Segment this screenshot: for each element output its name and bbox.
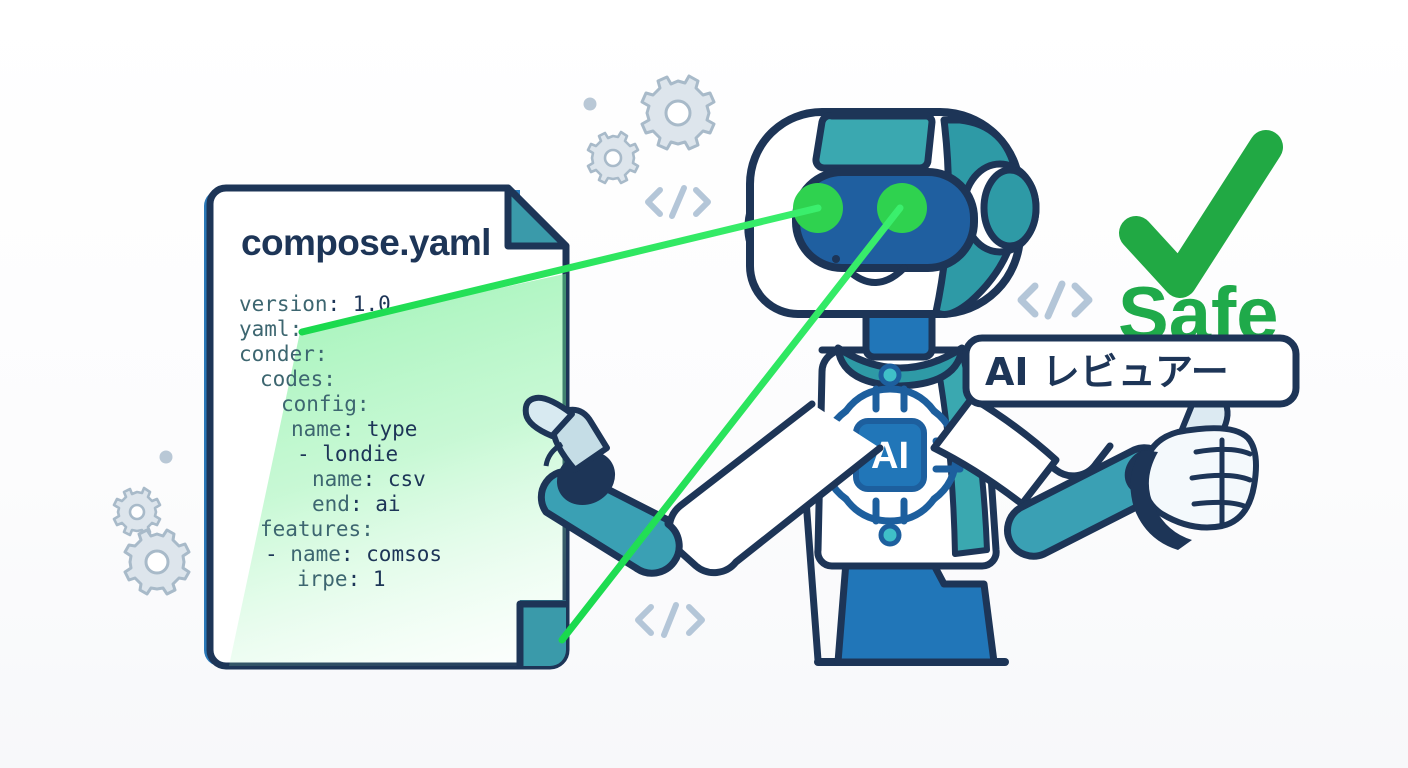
scan-beam-upper: [298, 204, 822, 336]
compose-yaml-document[interactable]: compose.yaml version: 1.0 yaml: conder: …: [204, 184, 820, 680]
code-line: version: 1.0: [239, 292, 391, 316]
svg-text:end: ai: end: ai: [312, 492, 401, 516]
svg-text:version: 1.0: version: 1.0: [239, 292, 391, 316]
robot-ear-right: [960, 160, 1040, 256]
robot-thumbs-up-hand: [1130, 389, 1259, 550]
document-title: compose.yaml: [241, 222, 491, 263]
document-corner-fold-bottom-edge: [516, 600, 566, 666]
robot-right-arm: [930, 389, 1259, 560]
document-scan-overlay: [226, 218, 566, 666]
robot-ai-reviewer[interactable]: AI: [522, 108, 1259, 666]
document-corner-fold-bottom: [520, 600, 566, 666]
chest-ai-label: AI: [871, 435, 909, 477]
svg-text:name: type: name: type: [291, 417, 417, 441]
code-line: features:: [260, 517, 374, 541]
scan-beam-lower: [558, 204, 904, 644]
robot-head-top-plate: [812, 112, 936, 172]
gear-top-large-icon: [640, 74, 716, 151]
code-line: name: type: [291, 417, 417, 441]
code-line: config:: [281, 392, 370, 416]
code-line: yaml:: [239, 317, 302, 341]
gear-bottom-small-icon: [112, 486, 162, 537]
code-line: - londie: [297, 442, 398, 466]
dot-bottom-icon: [159, 450, 173, 464]
svg-text:features:: features:: [260, 517, 374, 541]
svg-text:- name: comsos: - name: comsos: [265, 542, 442, 566]
ai-reviewer-badge-label: AI レビュアー: [985, 350, 1229, 394]
gear-bottom-large-icon: [123, 528, 191, 596]
robot-left-arm: [522, 394, 884, 577]
code-symbol-right-icon: [1017, 280, 1093, 320]
robot-cheek-dot: [832, 255, 840, 263]
svg-text:config:: config:: [281, 392, 370, 416]
scan-beams: [298, 204, 904, 644]
dot-top-icon: [583, 97, 597, 111]
svg-text:codes:: codes:: [260, 367, 336, 391]
document-code-block: version: 1.0 yaml: conder: codes: config…: [239, 292, 442, 591]
code-line: codes:: [260, 367, 336, 391]
ai-reviewer-badge[interactable]: AI レビュアー: [962, 334, 1300, 408]
decoration-code-symbols: [635, 185, 1093, 638]
svg-text:name: csv: name: csv: [312, 467, 426, 491]
code-symbol-top-icon: [645, 185, 711, 219]
code-line: end: ai: [312, 492, 401, 516]
robot-pointing-hand: [522, 394, 610, 473]
svg-text:conder:: conder:: [239, 342, 328, 366]
svg-text:irpe: 1: irpe: 1: [297, 567, 386, 591]
decoration-gears: [112, 74, 716, 596]
code-line: name: csv: [312, 467, 426, 491]
svg-text:yaml:: yaml:: [239, 317, 302, 341]
svg-text:- londie: - londie: [297, 442, 398, 466]
robot-mouth: [844, 264, 908, 286]
document-corner-fold-top: [504, 184, 570, 250]
code-line: - name: comsos: [265, 542, 442, 566]
code-line: conder:: [239, 342, 328, 366]
safe-indicator: Safe: [1118, 130, 1283, 357]
gear-top-small-icon: [586, 130, 640, 185]
check-mark-icon: [1119, 130, 1283, 298]
code-symbol-bottom-icon: [635, 602, 705, 638]
code-line: irpe: 1: [297, 567, 386, 591]
robot-head: [744, 108, 1040, 318]
